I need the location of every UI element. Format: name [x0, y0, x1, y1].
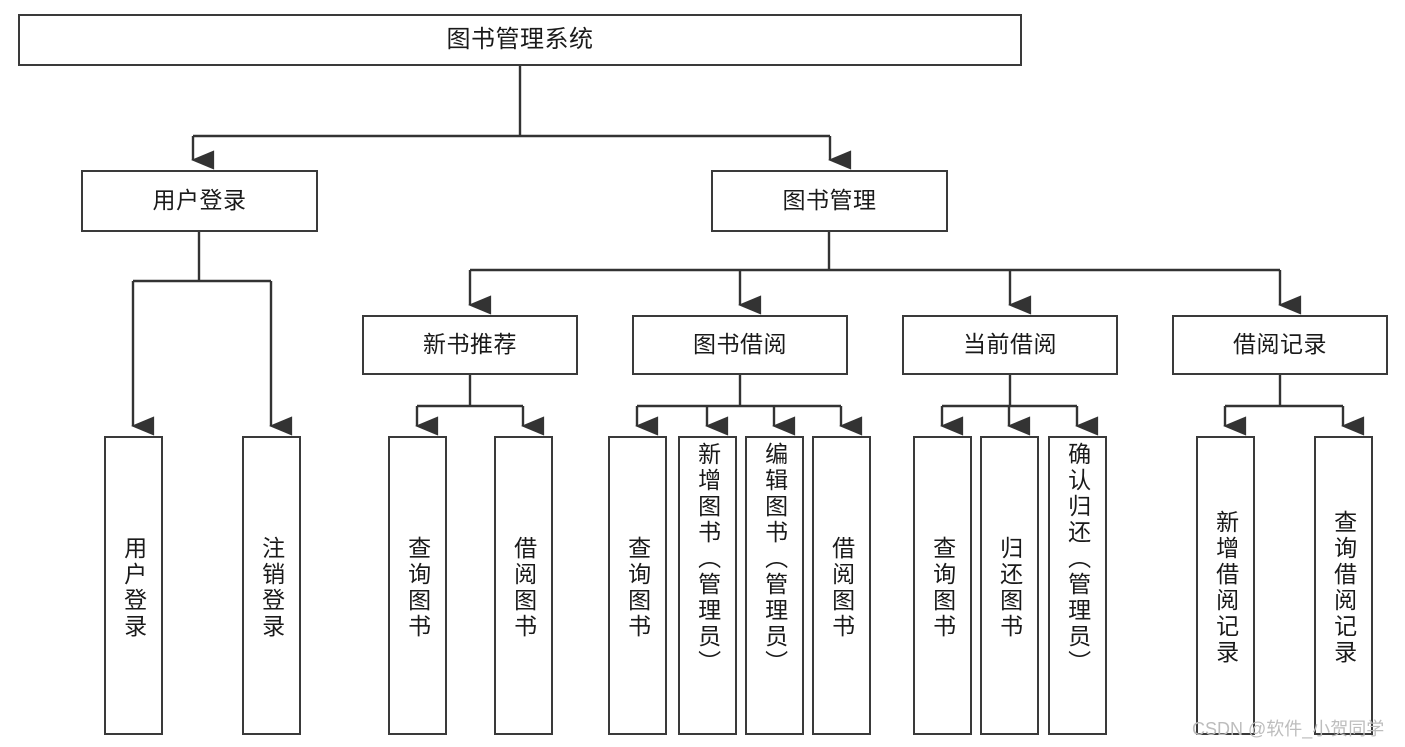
- node-label: 查询图书: [929, 535, 956, 640]
- node-label: 新增借阅记录: [1212, 509, 1239, 666]
- node-label: 编辑图书（管理员）: [761, 442, 788, 676]
- leaf-new-book-borrow-book[interactable]: 借阅图书: [494, 436, 553, 735]
- node-label: 新书推荐: [423, 331, 517, 358]
- node-label: 借阅图书: [510, 535, 537, 640]
- node-new-book-recommend[interactable]: 新书推荐: [362, 315, 578, 375]
- node-book-borrow[interactable]: 图书借阅: [632, 315, 848, 375]
- node-label: 查询借阅记录: [1330, 509, 1357, 666]
- leaf-book-borrow-query-book[interactable]: 查询图书: [608, 436, 667, 735]
- leaf-current-borrow-return-book[interactable]: 归还图书: [980, 436, 1039, 735]
- node-user-login[interactable]: 用户登录: [81, 170, 318, 232]
- node-label: 当前借阅: [963, 331, 1057, 358]
- leaf-user-login-login[interactable]: 用户登录: [104, 436, 163, 735]
- leaf-current-borrow-query-book[interactable]: 查询图书: [913, 436, 972, 735]
- node-label: 归还图书: [996, 535, 1023, 640]
- node-label: 图书借阅: [693, 331, 787, 358]
- node-book-management[interactable]: 图书管理: [711, 170, 948, 232]
- watermark-text: CSDN @软件_小贺同学: [1192, 719, 1385, 739]
- node-label: 用户登录: [152, 187, 247, 214]
- leaf-current-borrow-confirm-return-admin[interactable]: 确认归还（管理员）: [1048, 436, 1107, 735]
- leaf-borrow-record-add-record[interactable]: 新增借阅记录: [1196, 436, 1255, 735]
- node-label: 借阅图书: [828, 535, 855, 640]
- node-label: 查询图书: [624, 535, 651, 640]
- node-label: 查询图书: [404, 535, 431, 640]
- node-label: 注销登录: [258, 535, 285, 640]
- node-label: 图书管理系统: [446, 25, 594, 53]
- leaf-book-borrow-edit-book-admin[interactable]: 编辑图书（管理员）: [745, 436, 804, 735]
- leaf-borrow-record-query-record[interactable]: 查询借阅记录: [1314, 436, 1373, 735]
- leaf-book-borrow-borrow-book[interactable]: 借阅图书: [812, 436, 871, 735]
- node-label: 确认归还（管理员）: [1064, 442, 1091, 676]
- node-label: 图书管理: [782, 187, 877, 214]
- leaf-book-borrow-add-book-admin[interactable]: 新增图书（管理员）: [678, 436, 737, 735]
- node-label: 借阅记录: [1233, 331, 1327, 358]
- node-borrow-record[interactable]: 借阅记录: [1172, 315, 1388, 375]
- node-current-borrow[interactable]: 当前借阅: [902, 315, 1118, 375]
- leaf-user-login-logout[interactable]: 注销登录: [242, 436, 301, 735]
- node-label: 用户登录: [120, 535, 147, 640]
- leaf-new-book-query-book[interactable]: 查询图书: [388, 436, 447, 735]
- node-root-system[interactable]: 图书管理系统: [18, 14, 1022, 66]
- node-label: 新增图书（管理员）: [694, 442, 721, 676]
